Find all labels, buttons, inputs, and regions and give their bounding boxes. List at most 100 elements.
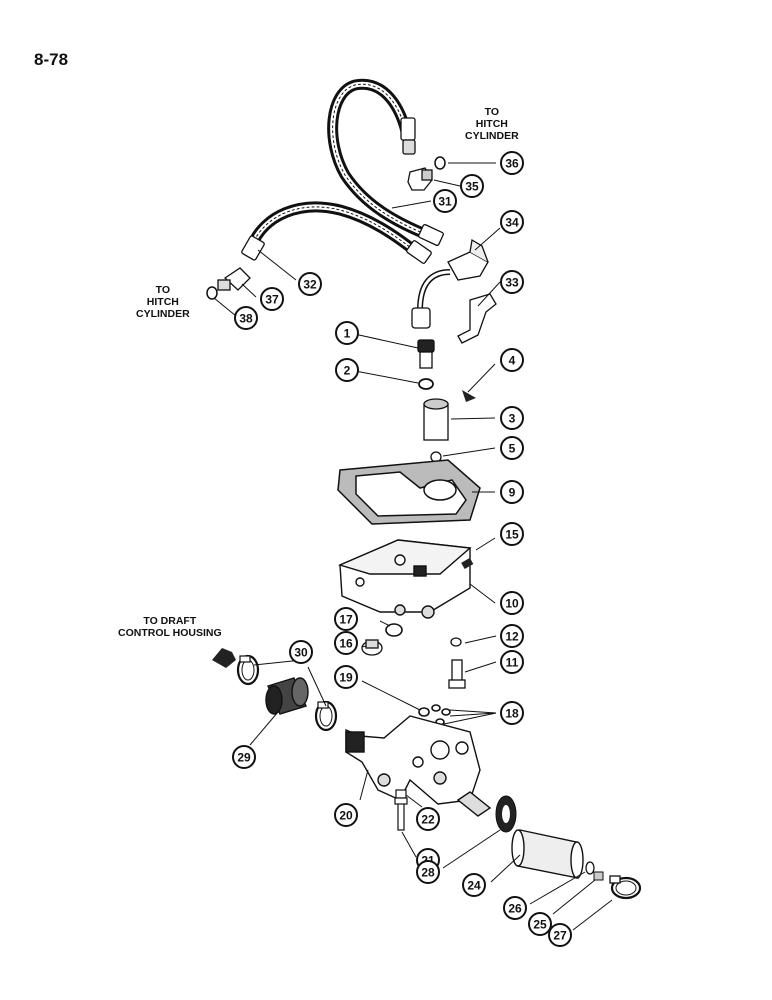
- callout-circle: [335, 321, 359, 345]
- callout-circle: [500, 406, 524, 430]
- callout-27: 27: [548, 923, 572, 947]
- note-to-hitch-cylinder-top: TO HITCH CYLINDER: [465, 106, 519, 142]
- clamp-27: [609, 875, 642, 900]
- callout-label: 27: [553, 929, 567, 943]
- callout-label: 31: [438, 195, 452, 209]
- note-line: HITCH: [475, 118, 508, 130]
- callout-circle: [462, 873, 486, 897]
- callout-24: 24: [462, 873, 486, 897]
- callout-circle: [334, 803, 358, 827]
- callout-label: 25: [533, 918, 547, 932]
- callout-3: 3: [500, 406, 524, 430]
- callout-label: 12: [505, 630, 519, 644]
- callout-label: 11: [506, 656, 519, 670]
- callout-label: 37: [265, 293, 279, 307]
- callout-26: 26: [503, 896, 527, 920]
- callout-label: 29: [237, 751, 251, 765]
- bolt-11: [448, 659, 466, 689]
- callout-label: 19: [339, 671, 353, 685]
- callout-12: 12: [500, 624, 524, 648]
- callout-label: 10: [505, 597, 519, 611]
- o-ring-19: [418, 707, 430, 717]
- o-ring-36: [434, 156, 446, 170]
- o-ring-2: [418, 378, 434, 390]
- callout-label: 17: [339, 613, 353, 627]
- callout-label: 32: [303, 278, 317, 292]
- callout-circle: [503, 896, 527, 920]
- callout-label: 1: [344, 327, 351, 341]
- cover-tube-24: [511, 829, 584, 879]
- callout-circle: [433, 189, 457, 213]
- callout-10: 10: [500, 591, 524, 615]
- callout-label: 28: [421, 866, 435, 880]
- washer-26: [585, 861, 595, 875]
- callout-circle: [500, 348, 524, 372]
- elbow-fitting-35: [407, 167, 433, 191]
- callout-label: 26: [508, 902, 522, 916]
- callout-label: 2: [344, 364, 351, 378]
- note-line: TO DRAFT: [143, 615, 197, 627]
- hose-31: [327, 78, 436, 242]
- sleeve-3: [423, 398, 449, 441]
- fitting-37: [217, 267, 251, 291]
- callout-circle: [548, 923, 572, 947]
- callout-circle: [416, 860, 440, 884]
- callout-circle: [500, 650, 524, 674]
- callout-35: 35: [460, 174, 484, 198]
- tee-fitting-34: [411, 238, 489, 329]
- callout-circle: [334, 607, 358, 631]
- seal-17: [385, 623, 403, 637]
- callout-label: 3: [509, 412, 516, 426]
- callout-37: 37: [260, 287, 284, 311]
- callout-circle: [416, 807, 440, 831]
- hose-fitting-top: [241, 117, 444, 264]
- callout-circle: [528, 912, 552, 936]
- callout-17: 17: [334, 607, 358, 631]
- callout-bubbles: 1234591011121516171819202122242526272829…: [232, 151, 572, 947]
- callout-18: 18: [500, 701, 524, 725]
- callout-label: 34: [505, 216, 519, 230]
- callout-circle: [298, 272, 322, 296]
- callout-label: 38: [239, 312, 253, 326]
- callout-22: 22: [416, 807, 440, 831]
- callout-circle: [500, 480, 524, 504]
- callout-20: 20: [334, 803, 358, 827]
- callout-label: 36: [505, 157, 519, 171]
- gasket-9: [337, 459, 481, 525]
- callout-5: 5: [500, 436, 524, 460]
- callout-25: 25: [528, 912, 552, 936]
- callout-2: 2: [335, 358, 359, 382]
- fitting-1: [417, 339, 435, 369]
- callout-circle: [234, 306, 258, 330]
- bolt-22: [395, 789, 407, 799]
- callout-label: 9: [509, 486, 516, 500]
- callout-label: 35: [465, 180, 479, 194]
- callout-label: 20: [339, 809, 353, 823]
- set-screw-15: [461, 557, 474, 569]
- callout-label: 5: [509, 442, 516, 456]
- callout-1: 1: [335, 321, 359, 345]
- note-line: CYLINDER: [465, 130, 519, 142]
- callout-4: 4: [500, 348, 524, 372]
- hose-clamp-30-right: [314, 700, 338, 732]
- callout-label: 22: [421, 813, 435, 827]
- callout-circle: [335, 358, 359, 382]
- callout-circle: [334, 665, 358, 689]
- callout-circle: [232, 745, 256, 769]
- note-line: TO: [484, 106, 500, 118]
- callout-circle: [500, 701, 524, 725]
- rubber-sleeve-29: [265, 677, 309, 715]
- valve-body-20: [345, 715, 492, 817]
- o-ring-38: [206, 286, 218, 300]
- plug-16: [361, 639, 383, 656]
- direction-arrow-icon: [212, 648, 236, 668]
- callout-circle: [500, 624, 524, 648]
- note-line: CONTROL HOUSING: [118, 627, 222, 639]
- callout-circle: [460, 174, 484, 198]
- callout-label: 18: [505, 707, 519, 721]
- callout-15: 15: [500, 522, 524, 546]
- callout-28: 28: [416, 860, 440, 884]
- bolt-21: [394, 797, 408, 831]
- callout-circle: [500, 210, 524, 234]
